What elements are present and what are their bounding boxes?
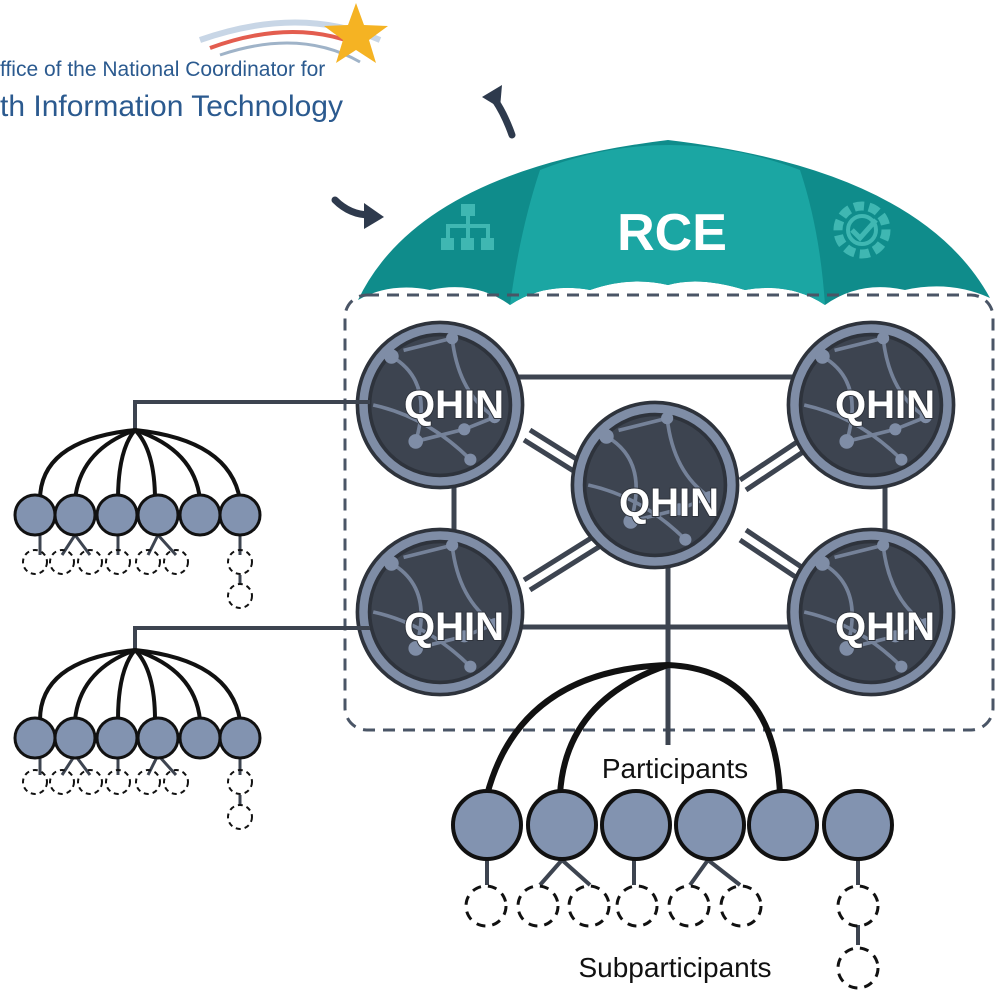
rce-label: RCE: [617, 204, 727, 262]
logo-line-1: ffice of the National Coordinator for: [0, 58, 326, 81]
qhin-label-bottom-left: QHIN: [404, 605, 504, 649]
gear-check-icon: [833, 201, 891, 259]
qhin-label-bottom-right: QHIN: [835, 605, 935, 649]
arrow-left-head-icon: [364, 203, 384, 229]
qhin-label-center: QHIN: [619, 481, 719, 525]
qhin-label-top-right: QHIN: [835, 383, 935, 427]
qhin-label-top-left: QHIN: [404, 383, 504, 427]
rce-umbrella: [358, 140, 990, 305]
participant-group-left-top: [13, 400, 370, 609]
participant-group-left-bottom: [13, 626, 370, 830]
org-chart-icon: [441, 204, 494, 250]
logo-line-2: th Information Technology: [0, 90, 343, 123]
participants-label: Participants: [602, 753, 748, 784]
logo-star-icon: [324, 3, 388, 63]
arrow-top-head-icon: [482, 85, 502, 108]
subparticipants-label: Subparticipants: [578, 952, 771, 983]
participant-group-bottom: [451, 661, 894, 990]
